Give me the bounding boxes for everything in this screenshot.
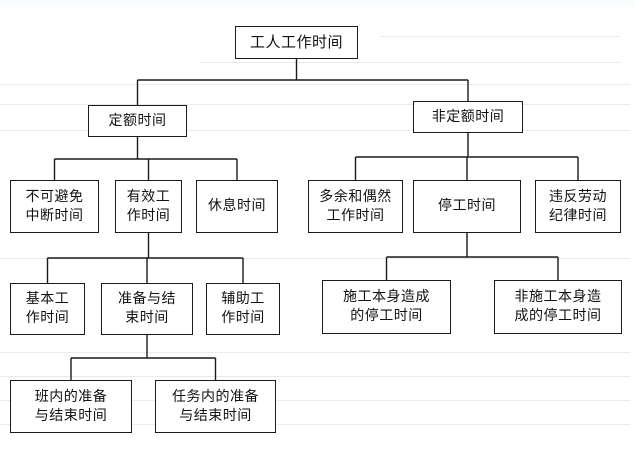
node-auxiliary-work-time: 辅助工 作时间 [206, 283, 280, 335]
node-quota-time: 定额时间 [88, 105, 187, 137]
background-line [0, 352, 630, 353]
background-line [0, 258, 630, 259]
background-line [0, 104, 630, 105]
node-non-quota-time: 非定额时间 [413, 101, 523, 133]
node-extra-accidental-work-time: 多余和偶然 工作时间 [308, 180, 403, 233]
background-line [380, 36, 620, 37]
node-worker-time: 工人工作时间 [235, 26, 358, 59]
background-line [200, 62, 620, 63]
node-downtime: 停工时间 [413, 180, 521, 233]
node-labor-discipline-violation-time: 违反劳动 纪律时间 [535, 180, 621, 233]
node-in-shift-preparation-finish-time: 班内的准备 与结束时间 [10, 380, 132, 433]
background-line [0, 376, 630, 377]
node-non-construction-caused-downtime: 非施工本身造 成的停工时间 [494, 280, 622, 334]
background-line [0, 424, 630, 425]
background-line [0, 400, 630, 401]
node-effective-work-time: 有效工 作时间 [115, 180, 182, 233]
node-construction-caused-downtime: 施工本身造成 的停工时间 [322, 280, 451, 334]
background-line [0, 84, 630, 85]
node-basic-work-time: 基本工 作时间 [10, 283, 85, 335]
background-line [0, 130, 630, 131]
node-in-task-preparation-finish-time: 任务内的准备 与结束时间 [155, 380, 276, 433]
node-rest-time: 休息时间 [196, 180, 278, 233]
node-unavoidable-interruption-time: 不可避免 中断时间 [10, 180, 99, 233]
node-preparation-finish-time: 准备与结 束时间 [101, 283, 193, 335]
